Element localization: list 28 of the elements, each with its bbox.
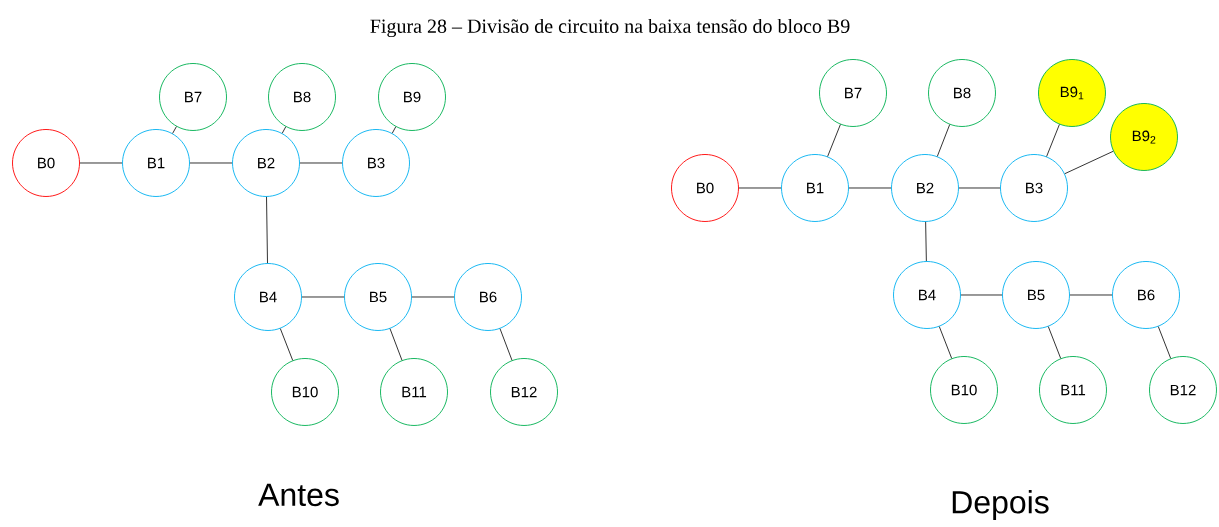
- connector-line: [189, 162, 233, 164]
- connector-line: [848, 187, 892, 189]
- connector-line: [958, 187, 1001, 189]
- connector-line: [1157, 326, 1172, 359]
- connector-line: [827, 124, 841, 157]
- connector-line: [1046, 124, 1060, 157]
- connector-line: [266, 196, 268, 264]
- connector-line: [391, 126, 397, 134]
- connector-line: [299, 162, 343, 164]
- panel-label: Antes: [258, 483, 339, 507]
- connector-line: [79, 162, 123, 164]
- connector-line: [281, 126, 287, 134]
- figure-title: Figura 28 – Divisão de circuito na baixa tensão do bloco B9: [370, 18, 850, 38]
- connector-line: [499, 328, 513, 361]
- connector-line: [1069, 294, 1113, 296]
- connector-line: [936, 124, 951, 157]
- connector-line: [172, 126, 177, 134]
- connector-line: [1064, 150, 1114, 175]
- connector-line: [279, 328, 294, 361]
- connector-line: [411, 296, 455, 298]
- connector-line: [301, 296, 345, 298]
- panel-label: Depois: [952, 490, 1049, 520]
- connector-line: [389, 328, 403, 361]
- connector-line: [738, 187, 782, 189]
- connector-line: [1047, 326, 1062, 359]
- connector-line: [925, 221, 927, 262]
- connector-line: [960, 294, 1003, 296]
- connector-line: [938, 326, 953, 359]
